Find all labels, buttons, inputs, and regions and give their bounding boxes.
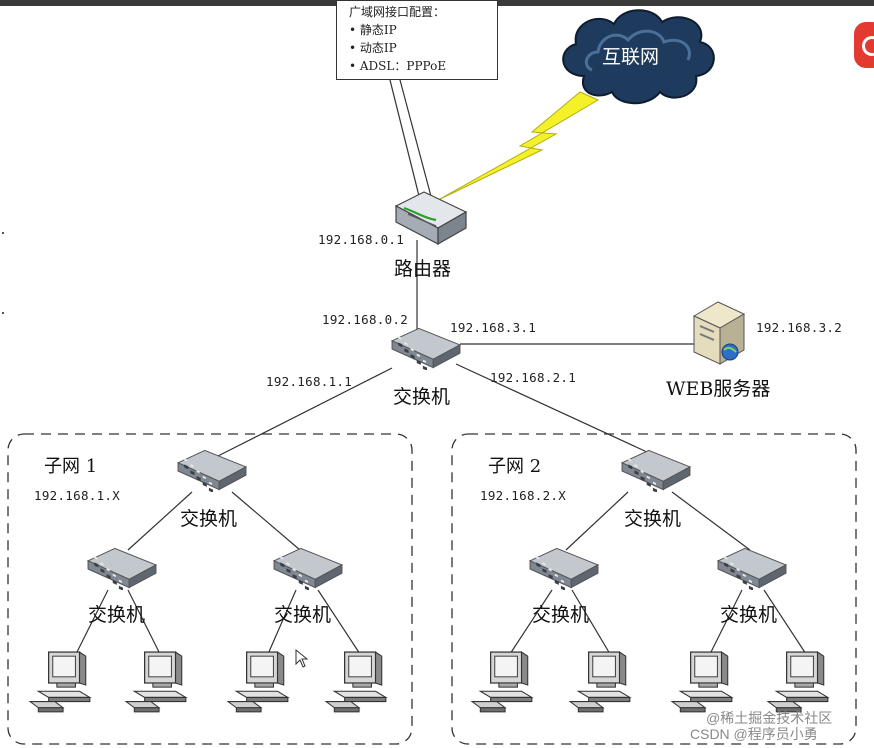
links [75, 79, 807, 655]
edge-mark [2, 232, 4, 234]
link-s2-right [671, 491, 751, 551]
link-pc7 [709, 589, 743, 655]
link-pc2 [127, 589, 161, 655]
subnet2-switch-label: 交换机 [624, 508, 682, 530]
link-pc3 [267, 589, 297, 655]
switch-icon [87, 547, 157, 590]
core-switch-ip-subnet1: 192.168.1.1 [266, 374, 353, 389]
link-s2-left [565, 491, 629, 551]
subnet2-left-switch-label: 交换机 [532, 604, 590, 626]
router-label: 路由器 [394, 258, 452, 280]
cloud-icon [562, 9, 715, 105]
computer-icon [569, 651, 631, 713]
callout-line: 广域网接口配置： [349, 5, 446, 19]
lightning-icon [437, 91, 600, 201]
router-ip-label: 192.168.0.1 [318, 232, 405, 247]
core-switch-ip-up: 192.168.0.2 [322, 312, 409, 327]
cursor-icon [295, 648, 309, 668]
link-pc8 [763, 589, 807, 655]
computer-icon [227, 651, 289, 713]
link-s1-left [127, 491, 193, 551]
subnet1-left-switch-label: 交换机 [88, 604, 146, 626]
computer-icon [671, 651, 733, 713]
core-switch-label: 交换机 [393, 386, 451, 408]
computer-icon [767, 651, 829, 713]
callout-pointer-a [389, 79, 421, 201]
wan-config-callout: 广域网接口配置： • 静态IP • 动态IP • ADSL：PPPoE [336, 0, 498, 80]
callout-line: • 静态IP [349, 23, 397, 37]
watermark-csdn: CSDN @程序员小勇 [690, 726, 818, 742]
link-core-subnet1 [213, 367, 393, 459]
link-pc1 [75, 589, 109, 655]
link-s1-right [231, 491, 301, 551]
switch-icon [717, 547, 787, 590]
subnet1-box [7, 433, 413, 745]
link-pc5 [509, 589, 553, 655]
switch-icon [273, 547, 343, 590]
cloud-label: 互联网 [602, 46, 660, 68]
switch-icon [177, 449, 247, 492]
link-pc6 [571, 589, 611, 655]
link-core-subnet2 [455, 363, 661, 459]
computer-icon [471, 651, 533, 713]
edge-mark [2, 312, 4, 314]
switch-icon [621, 449, 691, 492]
subnet2-box [451, 433, 857, 745]
subnet1-range: 192.168.1.X [34, 488, 121, 503]
computer-icon [125, 651, 187, 713]
switch-icon [529, 547, 599, 590]
link-pc4 [317, 589, 361, 655]
csdn-logo-icon[interactable] [854, 22, 874, 68]
watermark-juejin: @稀土掘金技术社区 [706, 710, 833, 726]
subnet1-title: 子网 1 [44, 456, 98, 477]
server-label: WEB服务器 [666, 378, 771, 400]
callout-line: • ADSL：PPPoE [349, 59, 447, 73]
router-icon [394, 191, 468, 246]
core-switch-ip-subnet2: 192.168.2.1 [490, 370, 577, 385]
computer-icon [29, 651, 91, 713]
computer-icon [325, 651, 387, 713]
subnet2-range: 192.168.2.X [480, 488, 567, 503]
subnet1-switch-label: 交换机 [180, 508, 238, 530]
callout-pointer-b [399, 79, 433, 201]
server-ip-label: 192.168.3.2 [756, 320, 843, 335]
callout-line: • 动态IP [349, 41, 397, 55]
subnet1-right-switch-label: 交换机 [274, 604, 332, 626]
server-icon [692, 301, 746, 365]
subnet2-title: 子网 2 [488, 456, 542, 477]
core-switch-ip-server: 192.168.3.1 [450, 320, 537, 335]
subnet2-right-switch-label: 交换机 [720, 604, 778, 626]
